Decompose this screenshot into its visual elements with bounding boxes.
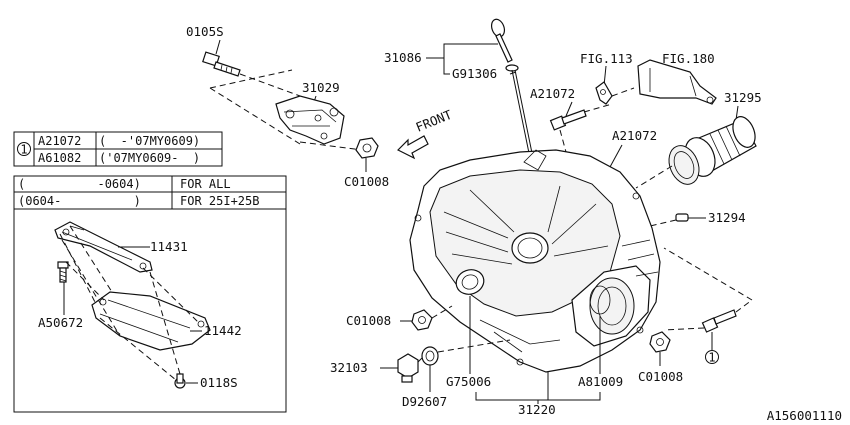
front-arrow-icon (396, 135, 429, 160)
dipstick-31086-drawing (490, 18, 534, 159)
pin-31294-drawing (675, 213, 689, 222)
bracket-fig113-drawing (595, 81, 613, 105)
oil-seal-g75006-drawing (455, 269, 485, 295)
ref-marker-1-circle (705, 350, 719, 364)
callout-31294: 31294 (708, 210, 746, 225)
bolt-a21072-upper-drawing (549, 109, 587, 131)
bolt-0105s-drawing (202, 51, 241, 77)
callout-0118s: 0118S (200, 375, 238, 390)
boot-31295-drawing (668, 116, 757, 185)
callout-11431: 11431 (150, 239, 188, 254)
applicability-table-1: 1 A21072 ( -'07MY0609) A61082 ('07MY0609… (13, 131, 223, 167)
table1-range-2: ('07MY0609- ) (99, 151, 200, 165)
callout-c01008-left: C01008 (346, 313, 391, 328)
bolt-ref1-drawing (701, 309, 737, 333)
transmission-case-31220-drawing (409, 149, 661, 373)
bracket-31029-drawing (275, 95, 345, 145)
table2-applic-1: FOR ALL (180, 177, 231, 191)
callout-c01008-bottom: C01008 (638, 369, 683, 384)
callout-a21072-lower: A21072 (612, 128, 657, 143)
nut-c01008-left-drawing (411, 309, 433, 331)
callout-0105s: 0105S (186, 24, 224, 39)
table1-range-1: ( -'07MY0609) (99, 134, 200, 148)
callout-a21072-upper: A21072 (530, 86, 575, 101)
callout-c01008-top: C01008 (344, 174, 389, 189)
callout-31086: 31086 (384, 50, 422, 65)
front-label: FRONT (414, 107, 455, 135)
inset-leader-lines (63, 246, 202, 384)
callout-32103: 32103 (330, 360, 368, 375)
table2-range-1: ( -0604) (18, 177, 141, 191)
ref-marker-1-number: 1 (708, 351, 715, 365)
seal-a81009-drawing (589, 285, 611, 315)
table1-part-2: A61082 (38, 151, 81, 165)
ref-marker-circle (17, 142, 31, 156)
under-cover-11431-drawing (54, 221, 153, 273)
bracket-fig180-drawing (637, 59, 717, 105)
callout-31295: 31295 (724, 90, 762, 105)
callout-31220: 31220 (518, 402, 556, 417)
ref-fig-113: FIG.113 (580, 51, 633, 66)
ref-fig-180: FIG.180 (662, 51, 715, 66)
figure-id: A156001110 (767, 408, 842, 423)
bolt-a50672-drawing (57, 261, 69, 283)
ref-marker-number: 1 (20, 143, 27, 157)
callout-g91306: G91306 (452, 66, 497, 81)
gasket-d92607-drawing (421, 346, 439, 366)
nut-c01008-top-drawing (355, 137, 379, 159)
applicability-table-2: ( -0604) FOR ALL (0604- ) FOR 25I+25B (13, 175, 287, 413)
under-cover-11442-drawing (91, 291, 211, 351)
table1-part-1: A21072 (38, 134, 81, 148)
callout-a81009: A81009 (578, 374, 623, 389)
nut-c01008-bottom-drawing (649, 331, 671, 353)
inset-dashed-leaders (59, 225, 199, 381)
callout-a50672: A50672 (38, 315, 83, 330)
callout-31029: 31029 (302, 80, 340, 95)
table2-applic-2: FOR 25I+25B (180, 194, 259, 208)
plug-32103-drawing (397, 353, 419, 383)
table2-range-2: (0604- ) (18, 194, 141, 208)
bolt-0118s-drawing (174, 373, 186, 389)
callout-d92607: D92607 (402, 394, 447, 409)
callout-11442: 11442 (204, 323, 242, 338)
callout-g75006: G75006 (446, 374, 491, 389)
